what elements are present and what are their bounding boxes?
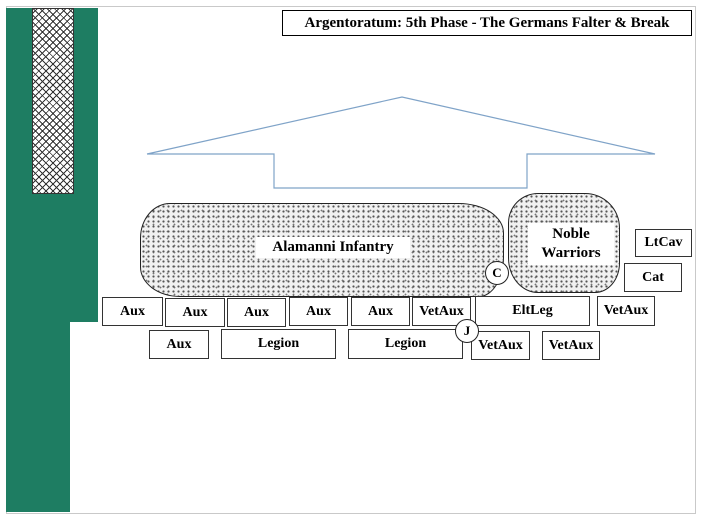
green-sidebar-lower [6, 322, 70, 512]
front-unit-aux-5: Aux [351, 297, 410, 326]
front-unit-aux-1: Aux [102, 297, 163, 326]
diagram-title: Argentoratum: 5th Phase - The Germans Fa… [282, 10, 692, 36]
rear-unit-legion-1: Legion [221, 329, 336, 359]
rear-unit-aux: Aux [149, 330, 209, 359]
front-unit-aux-3: Aux [227, 298, 286, 327]
sidebar-cutout [70, 322, 98, 512]
unit-ltcav: LtCav [635, 229, 692, 257]
commander-marker-c: C [485, 261, 509, 285]
front-unit-eltleg: EltLeg [475, 296, 590, 326]
crosshatch-strip [32, 8, 74, 194]
unit-cat: Cat [624, 263, 682, 292]
alamanni-infantry-label: Alamanni Infantry [256, 237, 410, 258]
advance-arrow-outline [146, 96, 656, 189]
front-unit-vetaux-2: VetAux [597, 296, 655, 326]
front-unit-aux-2: Aux [165, 298, 225, 327]
rear-unit-vetaux-2: VetAux [542, 331, 600, 360]
noble-warriors-label: Noble Warriors [528, 223, 614, 265]
front-unit-aux-4: Aux [289, 297, 348, 326]
commander-marker-j: J [455, 319, 479, 343]
rear-unit-vetaux-1: VetAux [471, 331, 530, 360]
rear-unit-legion-2: Legion [348, 329, 463, 359]
